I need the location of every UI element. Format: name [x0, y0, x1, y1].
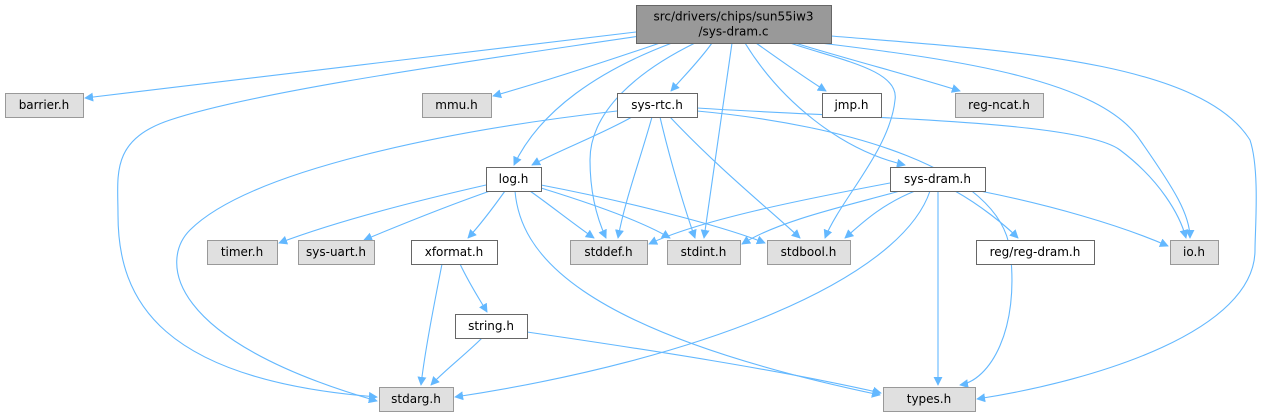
- edge-sysrtc-to-types: [696, 110, 1013, 389]
- node-label: timer.h: [221, 245, 263, 259]
- edge-log-to-stdint: [540, 187, 671, 239]
- node-regdram[interactable]: reg/reg-dram.h: [976, 240, 1095, 265]
- node-io: io.h: [1170, 240, 1219, 265]
- edge-sysrtc-to-stdarg: [176, 110, 618, 404]
- node-root[interactable]: src/drivers/chips/sun55iw3/sys-dram.c: [636, 5, 832, 44]
- node-box: [822, 93, 882, 118]
- node-label: log.h: [499, 172, 529, 186]
- node-label: sys-rtc.h: [631, 98, 683, 112]
- edge-root-to-sysrtc: [670, 42, 713, 92]
- edge-sysrtc-to-stdbool: [669, 116, 801, 239]
- edge-root-to-regncat: [794, 42, 961, 93]
- node-box: [955, 93, 1044, 118]
- node-box: [1170, 240, 1219, 265]
- edge-xformat-to-stdarg: [417, 263, 443, 386]
- node-label: io.h: [1183, 245, 1205, 259]
- node-box: [883, 387, 976, 412]
- edge-string-to-types: [526, 331, 882, 396]
- node-label: types.h: [907, 392, 951, 406]
- node-sysrtc[interactable]: sys-rtc.h: [617, 93, 698, 118]
- node-box: [455, 314, 528, 339]
- edge-root-to-barrier: [84, 31, 637, 102]
- edge-root-to-types: [830, 35, 1257, 403]
- edge-sysdram-to-stddef: [648, 182, 891, 245]
- node-label: jmp.h: [833, 98, 868, 112]
- node-types: types.h: [883, 387, 976, 412]
- node-stdarg: stdarg.h: [379, 387, 454, 412]
- nodes-layer: src/drivers/chips/sun55iw3/sys-dram.c bar…: [5, 5, 1219, 412]
- node-barrier: barrier.h: [5, 93, 84, 118]
- node-label: reg/reg-dram.h: [990, 245, 1081, 259]
- edge-sysrtc-to-log: [531, 116, 633, 166]
- node-sysdram[interactable]: sys-dram.h: [890, 167, 986, 192]
- edge-root-to-stddef: [589, 42, 696, 239]
- edge-root-to-sysdram: [744, 42, 906, 168]
- edge-sysrtc-to-stddef: [615, 116, 653, 239]
- edge-root-to-jmp: [755, 42, 827, 92]
- node-box: [636, 5, 832, 44]
- node-label: stdbool.h: [781, 245, 837, 259]
- node-box: [486, 167, 542, 192]
- node-string[interactable]: string.h: [455, 314, 528, 339]
- edge-root-to-stdbool: [789, 42, 896, 239]
- node-stdbool: stdbool.h: [767, 240, 851, 265]
- node-jmp[interactable]: jmp.h: [822, 93, 882, 118]
- edge-root-to-stdint: [700, 42, 733, 239]
- node-label: xformat.h: [425, 245, 484, 259]
- node-label: src/drivers/chips/sun55iw3: [653, 10, 813, 24]
- node-box: [570, 240, 648, 265]
- edge-sysrtc-to-stdint: [659, 116, 697, 239]
- edge-sysdram-to-io: [979, 190, 1169, 247]
- node-box: [667, 240, 741, 265]
- edges-layer: [84, 31, 1257, 404]
- edge-log-to-stddef: [529, 190, 595, 239]
- edge-sysdram-to-stdarg: [454, 190, 931, 401]
- node-stddef: stddef.h: [570, 240, 648, 265]
- node-box: [976, 240, 1095, 265]
- node-label: barrier.h: [19, 98, 70, 112]
- node-box: [411, 240, 498, 265]
- edge-sysdram-to-stdbool: [844, 190, 916, 239]
- edge-root-to-stdarg: [117, 35, 641, 401]
- node-label: sys-uart.h: [306, 245, 366, 259]
- node-label: stdarg.h: [391, 392, 441, 406]
- node-box: [617, 93, 698, 118]
- node-timer: timer.h: [207, 240, 278, 265]
- edge-sysdram-to-stdint: [741, 190, 901, 245]
- edge-root-to-mmu: [492, 42, 661, 99]
- edge-root-to-io: [819, 42, 1195, 239]
- edge-log-to-stdbool: [540, 184, 766, 245]
- node-stdint: stdint.h: [667, 240, 741, 265]
- node-box: [207, 240, 278, 265]
- edge-string-to-stdarg: [430, 337, 483, 386]
- node-box: [5, 93, 84, 118]
- edge-root-to-log: [513, 42, 673, 166]
- node-mmu: mmu.h: [422, 93, 492, 118]
- node-label: sys-dram.h: [904, 172, 971, 186]
- node-label: stddef.h: [584, 245, 632, 259]
- edge-sysrtc-to-io: [696, 107, 1189, 239]
- node-log[interactable]: log.h: [486, 167, 542, 192]
- node-label: reg-ncat.h: [968, 98, 1030, 112]
- node-regncat: reg-ncat.h: [955, 93, 1044, 118]
- node-box: [422, 93, 492, 118]
- node-box: [379, 387, 454, 412]
- edge-log-to-types: [514, 190, 881, 398]
- node-box: [298, 240, 375, 265]
- node-label: stdint.h: [681, 245, 727, 259]
- edge-log-to-xformat: [467, 190, 506, 239]
- edge-xformat-to-string: [459, 263, 488, 313]
- edge-sysdram-to-regdram: [954, 190, 1019, 239]
- edge-log-to-timer: [278, 184, 487, 245]
- node-label: /sys-dram.c: [699, 25, 769, 39]
- edge-log-to-sysuart: [363, 190, 491, 242]
- node-box: [890, 167, 986, 192]
- node-sysuart: sys-uart.h: [298, 240, 375, 265]
- node-box: [767, 240, 851, 265]
- node-label: mmu.h: [435, 98, 477, 112]
- node-xformat[interactable]: xformat.h: [411, 240, 498, 265]
- node-label: string.h: [468, 319, 514, 333]
